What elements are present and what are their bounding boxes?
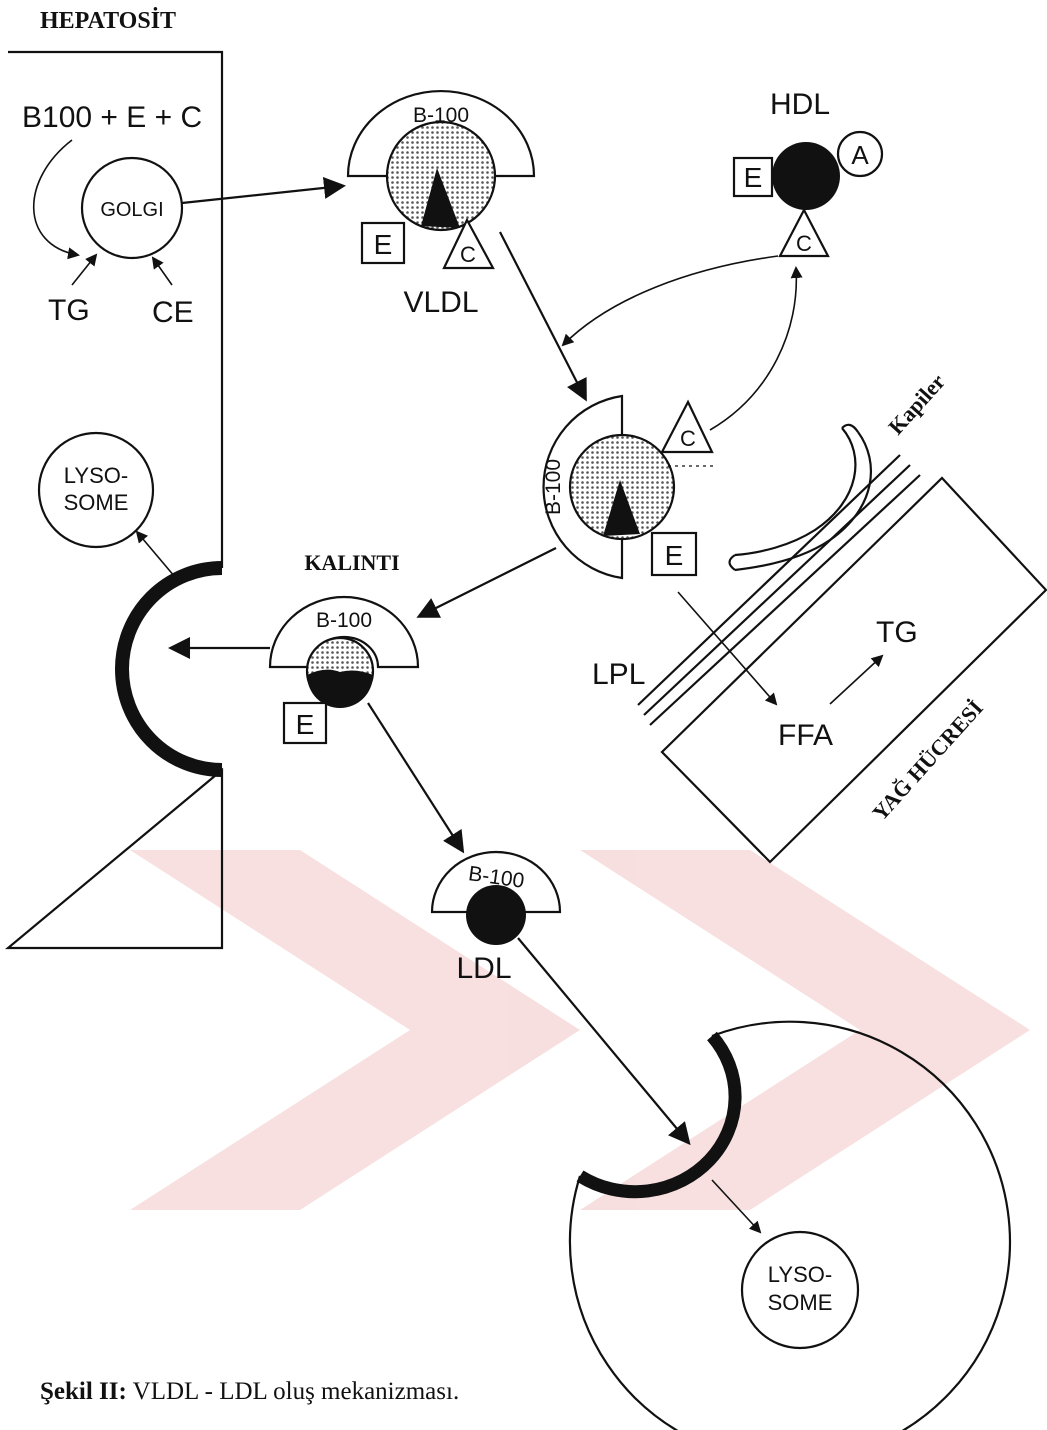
precursor-arrow: [34, 140, 78, 255]
figure-caption-prefix: Şekil II:: [40, 1378, 127, 1405]
intermediate-apo-c-label: C: [680, 426, 696, 451]
vldl-name: VLDL: [403, 286, 478, 319]
hdl-apo-a-label: A: [851, 140, 869, 170]
adipose-cell-label: YAĞ HÜCRESİ: [867, 695, 988, 825]
watermark: [130, 850, 1030, 1210]
vldl-apo-e-label: E: [374, 229, 393, 260]
capillary-line-2: [644, 465, 910, 715]
remnant-apo-e-label: E: [296, 709, 315, 740]
remnant-name: KALINTI: [304, 550, 399, 575]
vldl-apo-c-label: C: [460, 242, 476, 267]
ffa-to-tg-arrow: [830, 656, 882, 704]
remnant-to-ldl-arrow: [368, 703, 462, 850]
intermediate-apo-e-label: E: [665, 540, 684, 571]
capillary-line-1: [638, 455, 900, 705]
tg-arrow: [72, 255, 96, 285]
capillary-label: Kapiler: [883, 369, 950, 439]
intermediate-apo-b100-label: B-100: [542, 459, 565, 515]
figure-caption: Şekil II: VLDL - LDL oluş mekanizması.: [40, 1378, 740, 1406]
ffa-label: FFA: [778, 719, 833, 752]
golgi-to-vldl-arrow: [182, 186, 342, 203]
hdl-apo-c-label: C: [796, 231, 812, 256]
hepatocyte-title: HEPATOSİT: [40, 8, 176, 34]
capillary-tip: [730, 425, 859, 570]
ldl-core: [466, 885, 526, 945]
ce-arrow: [153, 258, 172, 285]
intermediate-to-hdl-c-arrow: [710, 268, 796, 430]
lpl-label: LPL: [592, 658, 645, 691]
ldl-name: LDL: [456, 952, 511, 985]
peripheral-lysosome-label-1: LYSO-: [768, 1262, 832, 1287]
adipose-tg-label: TG: [876, 616, 918, 649]
ce-label: CE: [152, 296, 194, 329]
hepatocyte-receptor-pit: [122, 568, 222, 770]
hdl-to-vldl-c-arrow: [563, 256, 778, 345]
intermediate-to-remnant-arrow: [420, 548, 556, 616]
figure-caption-text: VLDL - LDL oluş mekanizması.: [133, 1378, 460, 1405]
hepatocyte-lysosome-label-1: LYSO-: [64, 463, 128, 488]
hdl-core: [772, 142, 840, 210]
remnant-apo-b100-label: B-100: [316, 609, 372, 632]
vldl-to-intermediate-arrow: [500, 232, 585, 398]
capillary-wall-upper: [735, 428, 855, 555]
peripheral-lysosome-label-2: SOME: [768, 1290, 833, 1315]
golgi-label: GOLGI: [100, 199, 163, 221]
hepatocyte-lysosome-label-2: SOME: [64, 490, 129, 515]
tg-label: TG: [48, 294, 90, 327]
hdl-apo-e-label: E: [744, 162, 763, 193]
hdl-name: HDL: [770, 88, 830, 121]
pit-to-lysosome-arrow: [137, 532, 175, 577]
precursor-formula: B100 + E + C: [22, 101, 202, 134]
capillary-line-3: [650, 475, 920, 725]
